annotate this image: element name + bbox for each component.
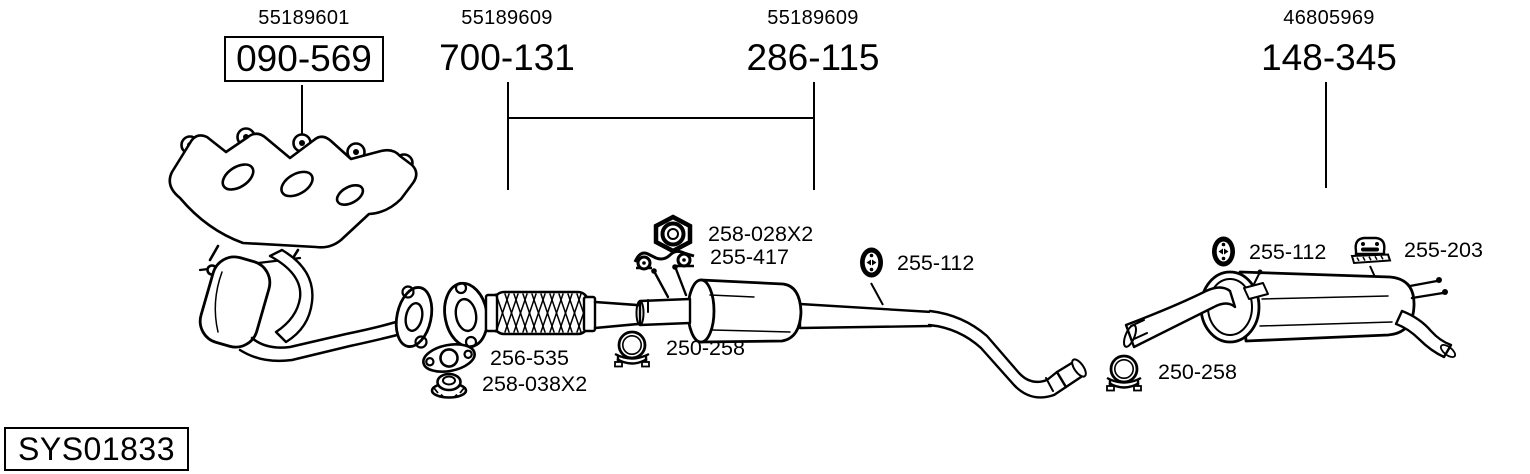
oe-number: 55189609 bbox=[461, 7, 553, 29]
flex-pipe-drawing bbox=[443, 281, 655, 349]
pipe-clamp-icon bbox=[1106, 354, 1142, 392]
callout-255-203: 255-203 bbox=[1348, 235, 1483, 265]
part-group-700-131: 55189609 700-131 bbox=[417, 6, 597, 78]
manifold-cat-drawing bbox=[168, 127, 434, 363]
callout-250-258-rear: 250-258 bbox=[1102, 352, 1237, 392]
part-group-090-569: 55189601 090-569 bbox=[214, 6, 394, 82]
part-number: 090-569 bbox=[224, 36, 384, 82]
rubber-hanger-icon bbox=[1212, 236, 1235, 267]
hanger-bracket-icon bbox=[633, 249, 695, 271]
hex-nut-icon bbox=[653, 214, 693, 254]
callout-label: 255-112 bbox=[1249, 239, 1327, 264]
callout-label: 258-038X2 bbox=[482, 372, 588, 396]
part-number: 286-115 bbox=[746, 37, 880, 78]
part-number: 700-131 bbox=[439, 37, 575, 78]
callout-label: 250-258 bbox=[1158, 360, 1237, 384]
rubber-hanger-icon bbox=[860, 247, 883, 278]
oe-number: 55189609 bbox=[767, 7, 859, 29]
part-group-148-345: 46805969 148-345 bbox=[1239, 6, 1419, 78]
pipe-clamp-icon bbox=[614, 330, 650, 368]
rubber-mount-icon bbox=[1350, 236, 1392, 265]
system-code-badge: SYS01833 bbox=[4, 427, 190, 471]
callout-256-535: 256-535 bbox=[420, 340, 569, 375]
leader-lines bbox=[301, 82, 1376, 306]
callout-label: 256-535 bbox=[490, 345, 569, 370]
flange-gasket-icon bbox=[422, 343, 476, 373]
oe-number: 55189601 bbox=[258, 7, 350, 29]
callout-250-258-center: 250-258 bbox=[610, 328, 745, 368]
oe-number: 46805969 bbox=[1283, 7, 1375, 29]
callout-label: 255-203 bbox=[1404, 238, 1483, 262]
callout-255-112-rear: 255-112 bbox=[1210, 235, 1326, 268]
callout-label: 250-258 bbox=[666, 336, 745, 360]
callout-258-038X2: 258-038X2 bbox=[428, 369, 587, 399]
callout-label: 255-417 bbox=[710, 245, 789, 269]
rear-muffler-drawing bbox=[1123, 269, 1457, 359]
callout-label: 255-112 bbox=[897, 250, 975, 275]
callout-255-112-center: 255-112 bbox=[858, 246, 974, 279]
part-number: 148-345 bbox=[1261, 37, 1397, 78]
part-group-286-115: 55189609 286-115 bbox=[723, 6, 903, 78]
callout-255-417: 255-417 bbox=[632, 242, 789, 272]
center-muffler-drawing bbox=[635, 264, 1087, 399]
callout-label: 258-028X2 bbox=[708, 222, 814, 246]
flange-nut-icon bbox=[430, 372, 468, 399]
callout-258-028X2: 258-028X2 bbox=[650, 214, 813, 254]
